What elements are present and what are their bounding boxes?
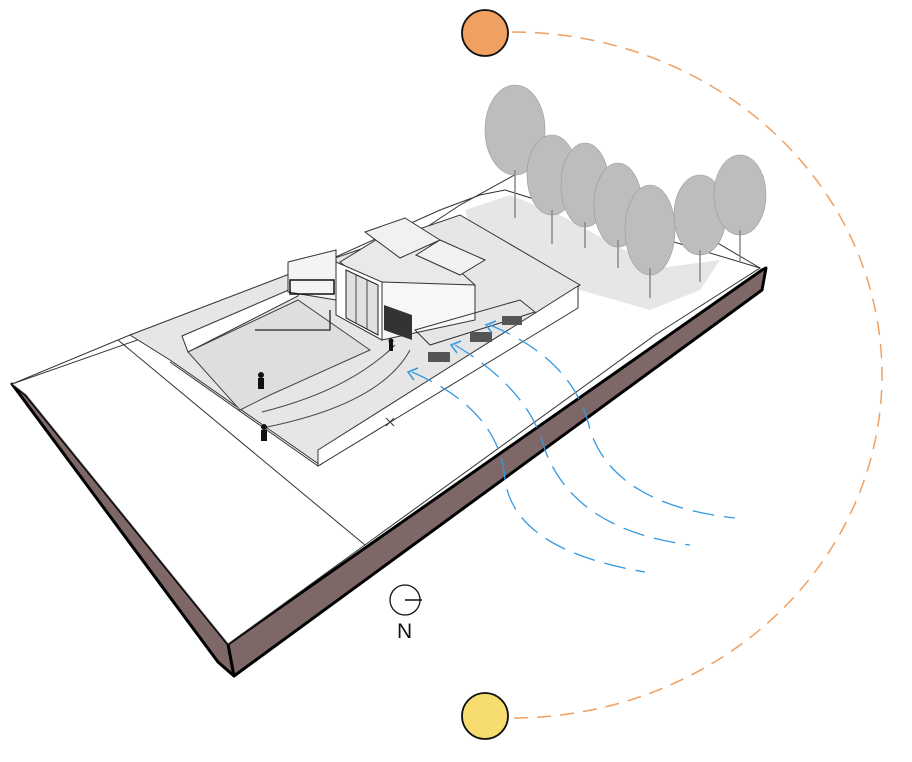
car-icon xyxy=(502,316,522,325)
house-balcony xyxy=(287,249,337,301)
car-icon xyxy=(470,332,492,342)
wind-flow-line xyxy=(489,324,736,519)
person-icon xyxy=(258,378,264,389)
rear-ground xyxy=(465,195,720,310)
person-icon xyxy=(258,372,264,378)
wind-arrow-icon xyxy=(449,340,462,354)
house-roof-annex xyxy=(414,239,487,276)
wind-flow-line xyxy=(411,371,646,573)
winter-sun-icon xyxy=(461,692,509,740)
tree-icon xyxy=(624,184,676,276)
wind-arrow-icon xyxy=(484,320,497,334)
person-icon xyxy=(261,424,267,430)
terrain-street-line xyxy=(117,339,366,546)
person-icon xyxy=(261,430,267,441)
perimeter-wall-front xyxy=(181,285,299,353)
carport-pergola xyxy=(414,299,537,346)
terrain-side-face xyxy=(226,266,768,678)
summer-sun-icon xyxy=(461,9,509,57)
annotation-leader xyxy=(255,310,331,331)
front-lawn xyxy=(187,299,372,411)
tree-row xyxy=(484,84,767,276)
person-icon xyxy=(388,338,394,344)
sun-path-arc xyxy=(511,31,883,719)
wind-arrow-icon xyxy=(406,367,419,381)
car-icon xyxy=(428,352,450,362)
driveway-curve-1 xyxy=(261,344,396,413)
balcony-railing xyxy=(289,279,335,295)
gate-marker-2 xyxy=(385,417,395,427)
tree-icon xyxy=(713,154,767,236)
perimeter-wall-left xyxy=(169,361,319,467)
wind-arrows xyxy=(406,320,497,381)
wind-flow-line xyxy=(454,344,691,546)
wind-flows xyxy=(411,324,736,573)
tree-trunks xyxy=(514,170,741,298)
garage-door xyxy=(384,305,412,340)
driveway-curve-2 xyxy=(261,349,411,429)
north-label: N xyxy=(397,620,412,643)
person-icon xyxy=(389,343,393,351)
